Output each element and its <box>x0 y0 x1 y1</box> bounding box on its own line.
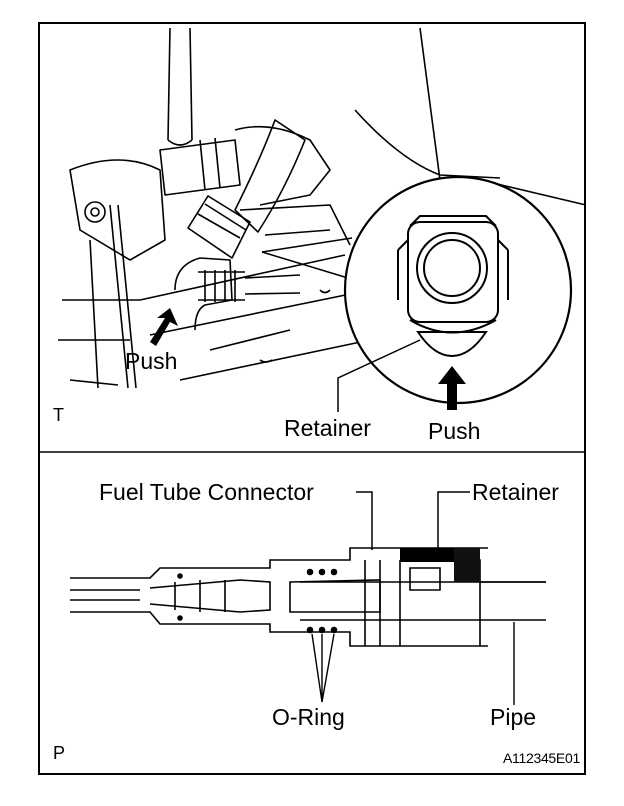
oring-leader <box>311 633 335 703</box>
retainer-leader <box>437 491 470 550</box>
figure-code: A112345E01 <box>503 750 580 766</box>
retainer-leader-top <box>337 339 421 412</box>
panel-letter-top: T <box>53 405 64 425</box>
figure-frame <box>38 22 586 775</box>
retainer-block-side <box>454 548 480 582</box>
retainer-block <box>400 548 462 562</box>
push-label-right: Push <box>428 418 481 444</box>
push-arrow-right <box>438 366 466 410</box>
detail-leader <box>261 237 353 279</box>
push-arrow-left <box>150 308 178 346</box>
panel-letter-bottom: P <box>53 743 66 763</box>
connector-label: Fuel Tube Connector <box>99 479 314 505</box>
retainer-label-bottom: Retainer <box>472 479 559 505</box>
connector-leader <box>356 491 373 550</box>
retainer-label-top: Retainer <box>284 415 371 441</box>
engine-bay-sketch <box>58 27 587 389</box>
detail-connector <box>397 215 509 358</box>
detail-circle <box>343 175 573 405</box>
oring-label: O-Ring <box>272 704 345 730</box>
push-label-left: Push <box>125 348 178 374</box>
pipe-label: Pipe <box>490 704 537 730</box>
